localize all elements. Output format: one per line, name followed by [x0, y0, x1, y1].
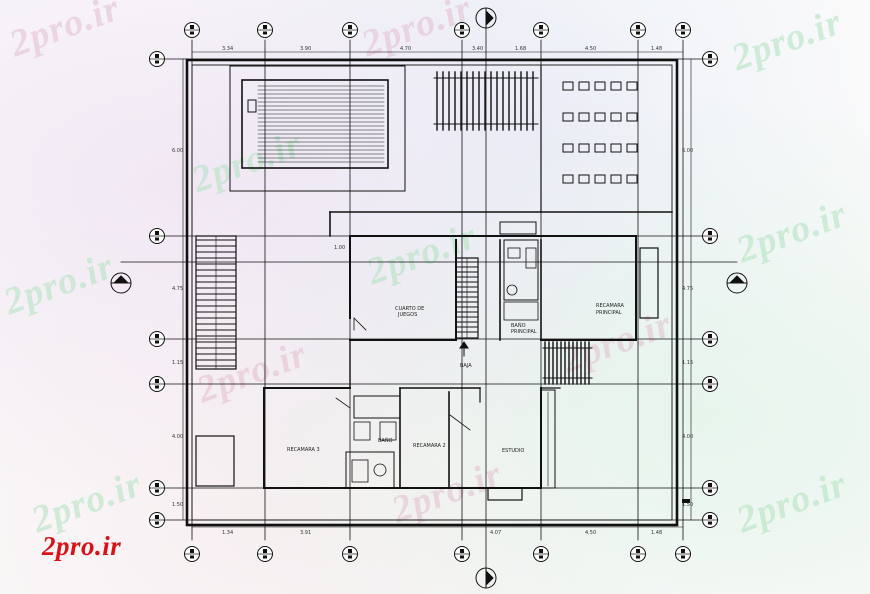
- grid-bubble: [454, 22, 470, 38]
- section-marker-bottom: [475, 567, 497, 589]
- interior-stair: [455, 257, 479, 339]
- room-label-recamara-principal: RECAMARA: [596, 303, 625, 309]
- dim-top-3: 4.70: [400, 46, 411, 52]
- grid-bubble: [533, 546, 549, 562]
- grid-bubble: [184, 22, 200, 38]
- grid-bubble: [342, 22, 358, 38]
- dim-left-5: 1.50: [172, 502, 183, 508]
- grid-bubble: [702, 376, 718, 392]
- rooftop-squares: [562, 81, 638, 184]
- dim-top-2: 3.90: [300, 46, 311, 52]
- room-label-bano-principal-2: PRINCIPAL: [511, 329, 537, 335]
- dim-bottom-5: 1.48: [651, 530, 662, 536]
- outer-wall: [185, 58, 679, 527]
- stair-dim-label: 1.00: [334, 245, 345, 251]
- grid-bubble: [533, 22, 549, 38]
- dim-right-3: 1.15: [682, 360, 693, 366]
- dim-bottom-3: 4.07: [490, 530, 501, 536]
- room-labels: CUARTO DE JUEGOS RECAMARA PRINCIPAL BAÑO…: [287, 303, 625, 454]
- dim-bottom-1: 1.34: [222, 530, 233, 536]
- dimension-labels: 3.34 3.90 4.70 3.40 1.68 4.50 1.48 1.34 …: [172, 46, 693, 536]
- section-marker-right: [726, 272, 748, 294]
- grid-bubble: [257, 546, 273, 562]
- room-label-cuarto-juegos: CUARTO DE: [395, 306, 424, 312]
- dim-left-4: 4.00: [172, 434, 183, 440]
- grid-bubble: [702, 512, 718, 528]
- grid-bubble: [702, 480, 718, 496]
- room-label-recamara-principal-2: PRINCIPAL: [596, 310, 622, 316]
- dim-left-3: 1.15: [172, 360, 183, 366]
- dim-top-7: 1.48: [651, 46, 662, 52]
- grid-bubble: [702, 228, 718, 244]
- room-label-estudio: ESTUDIO: [502, 448, 524, 454]
- room-label-recamara-3: RECAMARA 3: [287, 447, 320, 453]
- grid-bubble: [702, 331, 718, 347]
- grid-bubble: [257, 22, 273, 38]
- grid-bubble: [149, 376, 165, 392]
- label-baja: BAJA: [460, 363, 472, 369]
- grid-bubble: [675, 546, 691, 562]
- pool-lines: [257, 85, 385, 163]
- up-arrow-icon: [459, 341, 469, 357]
- dim-top-1: 3.34: [222, 46, 233, 52]
- grid-bubble: [149, 51, 165, 67]
- grid-bubble: [184, 546, 200, 562]
- exterior-stair: [195, 235, 237, 370]
- dim-bottom-4: 4.50: [585, 530, 596, 536]
- dim-left-2: 4.75: [172, 286, 183, 292]
- dim-top-5: 1.68: [515, 46, 526, 52]
- dim-right-1: 6.00: [682, 148, 693, 154]
- dim-right-2: 4.75: [682, 286, 693, 292]
- dim-top-6: 4.50: [585, 46, 596, 52]
- dim-right-4: 4.00: [682, 434, 693, 440]
- terrace: [229, 65, 406, 192]
- balcony: [487, 487, 523, 501]
- pergola-balcony: [542, 341, 593, 385]
- grid-bubbles: [149, 22, 718, 562]
- grid-bubble: [342, 546, 358, 562]
- outer-wall-inner: [191, 64, 673, 521]
- dim-top-4: 3.40: [472, 46, 483, 52]
- grid-bubble: [630, 22, 646, 38]
- section-marker-left: [110, 272, 132, 294]
- dim-left-1: 6.00: [172, 148, 183, 154]
- grid-bubble: [675, 22, 691, 38]
- grid-bubble: [149, 331, 165, 347]
- pergola: [433, 71, 539, 131]
- grid-bubble: [149, 512, 165, 528]
- room-label-bano-principal: BAÑO: [511, 322, 526, 329]
- closet: [540, 389, 556, 489]
- grid-bubble: [454, 546, 470, 562]
- grid-bubble: [630, 546, 646, 562]
- pool: [241, 79, 389, 169]
- room-label-bano: BAÑO: [378, 437, 393, 444]
- section-marker-top: [475, 7, 497, 29]
- dim-bottom-2: 3.91: [300, 530, 311, 536]
- brand-logo: 2pro.ir: [42, 531, 122, 561]
- dim-right-5: 1.50: [682, 502, 693, 508]
- grid-bubble: [702, 51, 718, 67]
- room-label-cuarto-juegos-2: JUEGOS: [397, 312, 417, 318]
- pool-ladder: [247, 99, 257, 113]
- grid-bubble: [149, 480, 165, 496]
- room-label-recamara-2: RECAMARA 2: [413, 443, 446, 449]
- dimension-lines: [182, 51, 692, 528]
- grid-bubble: [149, 228, 165, 244]
